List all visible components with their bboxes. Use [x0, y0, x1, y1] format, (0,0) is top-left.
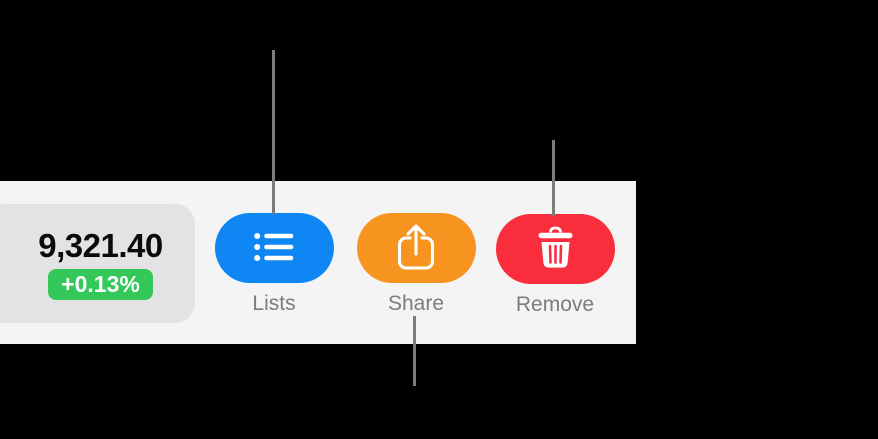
stock-price: 9,321.40	[38, 227, 163, 264]
share-button-group: Share	[336, 213, 496, 316]
share-button-label: Share	[387, 292, 445, 315]
callout-line-lists-button	[272, 50, 275, 214]
watchlist-row-selected[interactable]: 9,321.40 +0.13%	[0, 204, 195, 323]
price-change-badge[interactable]: +0.13%	[48, 269, 153, 300]
remove-button[interactable]	[495, 214, 615, 284]
trash-icon	[537, 226, 574, 272]
remove-button-label: Remove	[515, 293, 595, 316]
lists-button[interactable]	[214, 213, 334, 283]
share-icon	[397, 223, 435, 273]
lists-button-group: Lists	[194, 213, 354, 316]
remove-button-group: Remove	[475, 214, 635, 317]
bullet-list-icon	[254, 232, 294, 265]
toolbar-panel: 9,321.40 +0.13% Lists	[0, 181, 636, 344]
callout-line-remove-button	[552, 140, 555, 216]
share-button[interactable]	[356, 213, 476, 283]
callout-line-share-button	[413, 316, 416, 386]
lists-button-label: Lists	[252, 292, 296, 315]
